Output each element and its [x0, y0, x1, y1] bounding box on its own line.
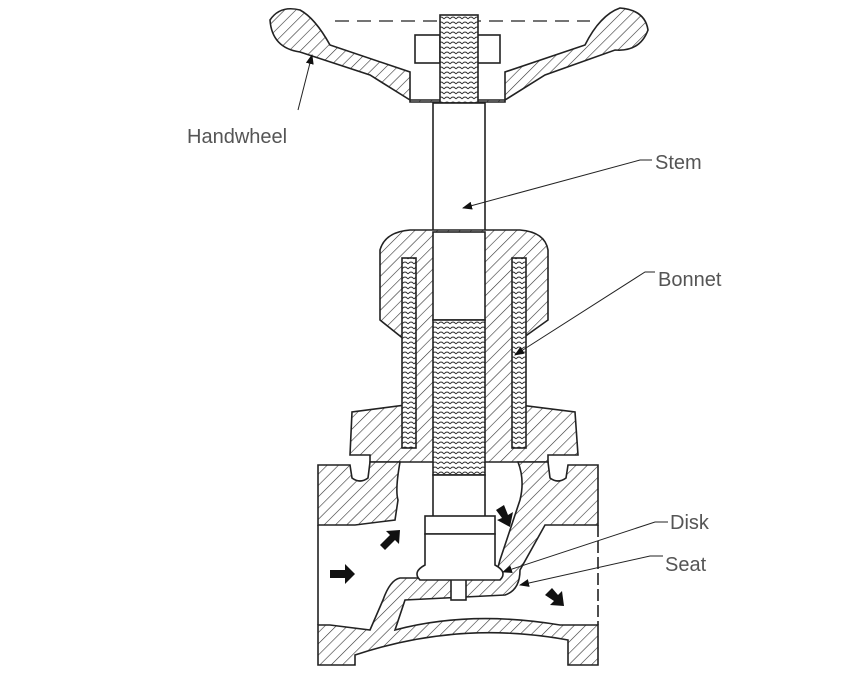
label-stem: Stem: [655, 152, 702, 174]
disk: [416, 474, 504, 581]
handwheel: [269, 7, 649, 104]
label-seat: Seat: [665, 554, 707, 576]
valve-body: [317, 461, 599, 666]
label-disk: Disk: [670, 512, 709, 534]
seat-leader: [519, 555, 663, 587]
label-handwheel: Handwheel: [187, 126, 288, 148]
stem-leader: [462, 159, 652, 210]
handwheel-leader: [297, 54, 314, 111]
bonnet-leader: [514, 271, 655, 356]
disk-leader: [502, 521, 668, 573]
bonnet: [349, 229, 579, 476]
flow-arrows: [330, 505, 564, 606]
label-bonnet: Bonnet: [658, 269, 722, 291]
